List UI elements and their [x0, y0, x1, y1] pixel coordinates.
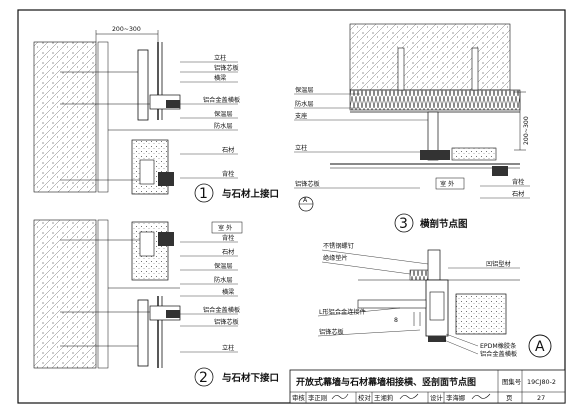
- cover-plate-2: [166, 310, 180, 318]
- column-1: [137, 49, 149, 121]
- back-bolt-2: [158, 232, 174, 246]
- title-block: 开放式幕墙与石材幕墙相接横、竖剖面节点图 图集号 19CJ80-2 审核 李正刚…: [289, 369, 566, 404]
- detail-2-outdoor: 室 外: [218, 224, 232, 232]
- detail-3: 200~300 保温层 防水层 支座 立柱 铝锋芯板 背栓 石材 室 外 A 3…: [294, 23, 530, 233]
- detail-a-marker: [528, 334, 552, 358]
- waterproof-layer-1: [97, 41, 109, 193]
- page-label: 页: [506, 394, 512, 402]
- detail-1-marker: [194, 183, 214, 203]
- l-bracket-a: [357, 299, 427, 309]
- detail-2-title: 与石材下接口: [222, 372, 279, 384]
- insulation-layer: [349, 89, 521, 111]
- detail-1: 200~300 立柱 铝锋芯板 横梁 铝合金盖横板 保温层 防水层 石材 背栓 …: [33, 26, 279, 203]
- label-stone-3: 石材: [512, 190, 524, 198]
- label-back-bolt: 背栓: [222, 234, 234, 242]
- check-name: 王湘莉: [374, 393, 394, 402]
- bolt-a: [427, 249, 441, 281]
- label-insulation-3: 保温层: [295, 86, 314, 94]
- atlas-label: 图集号: [502, 377, 521, 386]
- label-transom: 横梁: [222, 288, 234, 296]
- label-column-3: 立柱: [295, 144, 307, 152]
- design-name: 李海娜: [446, 393, 466, 402]
- label-cover-plate-a: 铝合金盖横板: [480, 350, 517, 358]
- label-honeycomb-panel: 铝锋芯板: [214, 64, 239, 72]
- label-honeycomb-a: 铝锋芯板: [319, 328, 344, 336]
- label-back-bolt-3: 背栓: [512, 178, 524, 186]
- label-stone: 石材: [222, 248, 234, 256]
- label-back-bolt: 背栓: [222, 170, 234, 178]
- design-signature: [471, 393, 491, 400]
- detail-1-title: 与石材上接口: [222, 188, 279, 200]
- page-number: 27: [537, 394, 545, 402]
- label-l-bracket: L形铝合金连接件: [319, 308, 366, 316]
- detail-3-title: 横剖节点图: [420, 218, 468, 230]
- aluminum-profile-a: [425, 279, 449, 337]
- stone-a: [455, 293, 507, 335]
- label-column: 立柱: [214, 54, 226, 62]
- label-stone: 石材: [222, 146, 234, 154]
- label-transom: 横梁: [214, 74, 226, 82]
- column-2: [137, 299, 149, 367]
- label-insulation: 保温层: [214, 110, 233, 118]
- detail-2-marker: [194, 367, 214, 387]
- label-honeycomb-3: 铝锋芯板: [295, 180, 320, 188]
- atlas-number: 19CJ80-2: [527, 378, 556, 386]
- concrete-slab: [349, 23, 511, 91]
- dimension-top: 200~300: [112, 26, 141, 33]
- dimension-side: 200~300: [523, 116, 530, 145]
- connector-3: [420, 150, 450, 160]
- detail-1-number: 1: [199, 186, 208, 202]
- label-cover-plate: 铝合金盖横板: [203, 96, 240, 104]
- label-honeycomb-panel: 铝锋芯板: [214, 318, 239, 326]
- back-bolt-1: [158, 172, 174, 186]
- label-waterproof: 防水层: [214, 122, 233, 130]
- detail-3-marker: [394, 213, 414, 233]
- concrete-wall-2: [33, 219, 97, 369]
- label-column: 立柱: [222, 344, 234, 352]
- check-label: 校对: [358, 393, 371, 402]
- cover-plate-1: [166, 100, 180, 108]
- review-label: 审核: [292, 393, 305, 402]
- detail-3-number: 3: [399, 216, 408, 232]
- dimension-a: 8: [394, 317, 398, 324]
- callout-a-letter: A: [303, 197, 308, 204]
- label-cover-plate: 铝合金盖横板: [203, 306, 240, 314]
- waterproof-layer-2: [97, 219, 109, 369]
- stone-section: [451, 147, 497, 161]
- label-concave-profile: 凹铝型材: [486, 260, 511, 268]
- label-waterproof: 防水层: [214, 276, 233, 284]
- sheet-title: 开放式幕墙与石材幕墙相接横、竖剖面节点图: [296, 376, 476, 388]
- detail-2-number: 2: [199, 370, 208, 386]
- detail-2: 室 外 背栓 石材 保温层 防水层 横梁 铝合金盖横板 铝锋芯板 立柱 2 与石…: [33, 219, 279, 387]
- design-label: 设计: [430, 393, 443, 402]
- check-signature: [399, 393, 419, 400]
- review-signature: [331, 393, 349, 400]
- label-waterproof-3: 防水层: [295, 100, 314, 108]
- concrete-wall-1: [33, 41, 97, 193]
- detail-a-letter: A: [535, 339, 545, 355]
- detail-3-outdoor: 室 外: [440, 180, 454, 188]
- label-insulation: 保温层: [214, 262, 233, 270]
- review-name: 李正刚: [308, 393, 327, 402]
- detail-a: 8 不锈钢螺钉 绝缘垫片 L形铝合金连接件 铝锋芯板 凹铝型材 EPDM橡胶条 …: [317, 242, 552, 358]
- cover-plate-a: [428, 336, 446, 342]
- label-support-3: 支座: [295, 112, 307, 120]
- label-screw: 不锈钢螺钉: [323, 242, 354, 250]
- label-gasket: 绝缘垫片: [323, 254, 348, 262]
- label-epdm: EPDM橡胶条: [480, 342, 516, 350]
